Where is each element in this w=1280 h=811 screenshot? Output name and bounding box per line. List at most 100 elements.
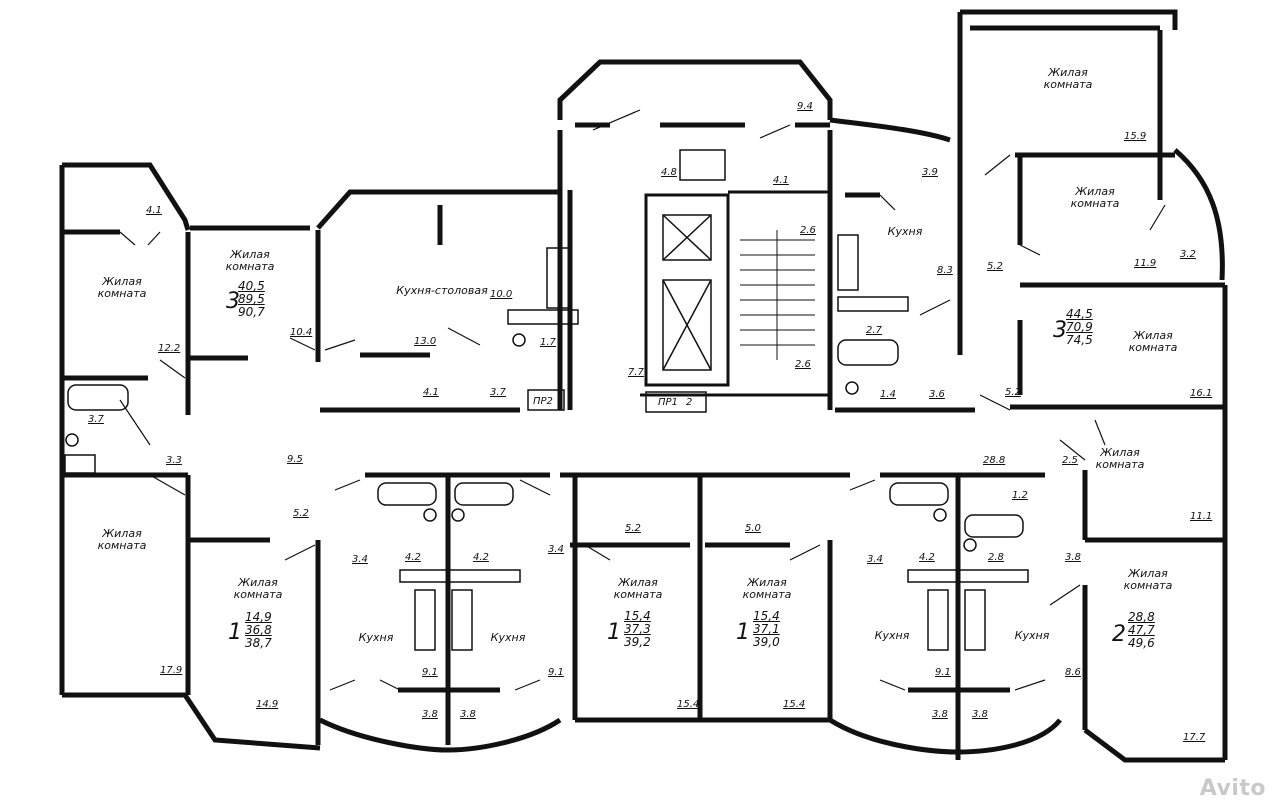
room-area: 3.8 <box>422 709 438 720</box>
room-label: Кухня <box>1014 629 1050 642</box>
living-area: 44,5 <box>1066 307 1093 321</box>
room-area: 16.1 <box>1190 388 1213 399</box>
room-area: 3.7 <box>88 414 104 425</box>
room-area: 3.8 <box>460 709 476 720</box>
room-area: 1.7 <box>540 337 556 348</box>
apartment-areas: 15,4 37,1 39,0 <box>753 609 780 650</box>
apartment-room-count: 1 <box>736 620 750 645</box>
room-area: 7.7 <box>628 367 644 378</box>
room-area: 5.2 <box>1005 387 1021 398</box>
apartment-areas: 44,5 70,9 74,5 <box>1066 307 1093 348</box>
room-area: 3.9 <box>922 167 938 178</box>
living-area: 15,4 <box>624 609 651 623</box>
living-area: 40,5 <box>238 279 265 293</box>
room-area: 9.1 <box>935 667 951 678</box>
total-area-no-balcony: 36,8 <box>245 623 272 638</box>
room-area: 4.1 <box>146 205 162 216</box>
avito-watermark: Avito <box>1199 776 1266 801</box>
room-area: 1.2 <box>1012 490 1028 501</box>
total-area: 38,7 <box>245 636 272 651</box>
apartment-room-count: 3 <box>226 289 240 314</box>
room-area: 9.1 <box>422 667 438 678</box>
room-area: 17.7 <box>1183 732 1206 743</box>
room-area: 3.4 <box>548 544 564 555</box>
apartment-room-count: 1 <box>228 620 242 645</box>
service-room-number: 2 <box>686 397 693 408</box>
room-area: 3.8 <box>972 709 988 720</box>
room-area: 5.2 <box>625 523 641 534</box>
room-area: 8.6 <box>1065 667 1081 678</box>
room-area: 28.8 <box>983 455 1006 466</box>
room-area: 4.1 <box>423 387 439 398</box>
room-area: 4.2 <box>473 552 489 563</box>
room-area: 5.2 <box>293 508 309 519</box>
room-area: 3.8 <box>1065 552 1081 563</box>
room-area: 9.4 <box>797 101 813 112</box>
apartment-areas: 40,5 89,5 90,7 <box>238 279 265 320</box>
room-area: 9.5 <box>287 454 303 465</box>
living-area: 15,4 <box>753 609 780 623</box>
room-label: Кухня-столовая <box>396 284 488 297</box>
apartment-areas: 15,4 37,3 39,2 <box>624 609 651 650</box>
total-area-no-balcony: 37,3 <box>624 622 651 637</box>
room-area: 10.0 <box>490 289 513 300</box>
total-area-no-balcony: 47,7 <box>1128 623 1155 638</box>
room-area: 3.8 <box>932 709 948 720</box>
room-label: Кухня <box>874 629 910 642</box>
room-area: 4.2 <box>405 552 421 563</box>
room-label: Кухня <box>358 631 394 644</box>
total-area: 49,6 <box>1128 636 1155 651</box>
room-label: Кухня <box>887 225 923 238</box>
room-area: 1.4 <box>880 389 896 400</box>
total-area: 39,2 <box>624 635 651 650</box>
room-area: 15.4 <box>677 699 700 710</box>
room-area: 2.5 <box>1062 455 1078 466</box>
room-area: 4.1 <box>773 175 789 186</box>
room-area: 5.2 <box>987 261 1003 272</box>
room-area: 4.2 <box>919 552 935 563</box>
apartment-areas: 14,9 36,8 38,7 <box>245 610 272 651</box>
room-area: 9.1 <box>548 667 564 678</box>
room-area: 5.0 <box>745 523 761 534</box>
room-area: 4.8 <box>661 167 677 178</box>
apartment-room-count: 1 <box>607 620 621 645</box>
room-area: 15.9 <box>1124 131 1147 142</box>
room-area: 2.6 <box>795 359 811 370</box>
service-room-tag: ПР1 <box>658 397 678 408</box>
room-area: 3.7 <box>490 387 506 398</box>
apartment-room-count: 2 <box>1112 622 1126 647</box>
room-area: 3.2 <box>1180 249 1196 260</box>
room-area: 3.4 <box>867 554 883 565</box>
room-area: 3.4 <box>352 554 368 565</box>
room-area: 13.0 <box>414 336 437 347</box>
total-area: 74,5 <box>1066 333 1093 348</box>
total-area: 39,0 <box>753 635 780 650</box>
room-area: 12.2 <box>158 343 181 354</box>
room-area: 2.6 <box>800 225 816 236</box>
room-area: 10.4 <box>290 327 313 338</box>
total-area-no-balcony: 89,5 <box>238 292 265 307</box>
living-area: 28,8 <box>1128 610 1155 624</box>
room-area: 3.6 <box>929 389 945 400</box>
room-area: 15.4 <box>783 699 806 710</box>
room-area: 8.3 <box>937 265 953 276</box>
apartment-areas: 28,8 47,7 49,6 <box>1128 610 1155 651</box>
room-area: 11.1 <box>1190 511 1213 522</box>
room-area: 14.9 <box>256 699 279 710</box>
total-area-no-balcony: 70,9 <box>1066 320 1093 335</box>
room-area: 2.8 <box>988 552 1004 563</box>
service-room-tag: ПР2 <box>533 396 553 407</box>
room-area: 11.9 <box>1134 258 1157 269</box>
apartment-room-count: 3 <box>1053 318 1067 343</box>
